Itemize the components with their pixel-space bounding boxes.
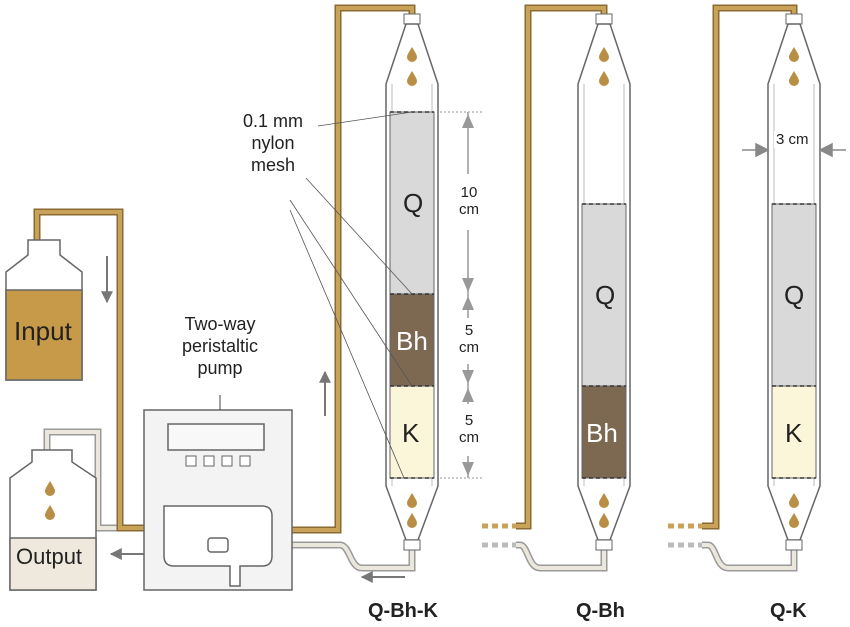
mesh-label: 0.1 mm nylon mesh [242, 111, 303, 175]
layer-label-bh: Bh [396, 326, 428, 356]
layer-label-q: Q [595, 280, 616, 310]
column-title: Q-Bh [576, 600, 625, 622]
input-bottle [5, 239, 83, 381]
column-q-k [767, 13, 821, 551]
layer-label-q: Q [403, 188, 424, 218]
input-label: Input [14, 316, 72, 346]
pump-label: Two-way peristaltic pump [181, 314, 259, 378]
column-q-bh [577, 13, 631, 551]
peristaltic-pump [143, 395, 293, 591]
layer-label-k: K [785, 418, 803, 448]
output-label: Output [16, 544, 83, 569]
column-title: Q-K [770, 600, 807, 622]
column-q-bh-k [385, 13, 439, 551]
layer-label-k: K [402, 418, 420, 448]
column-title: Q-Bh-K [368, 600, 438, 622]
output-bottle [9, 449, 97, 591]
layer-label-bh: Bh [586, 418, 618, 448]
width-arrows [742, 142, 846, 158]
layer-label-q: Q [784, 280, 805, 310]
column-width-label: 3 cm [774, 131, 811, 148]
mesh-leader-lines [289, 111, 413, 479]
